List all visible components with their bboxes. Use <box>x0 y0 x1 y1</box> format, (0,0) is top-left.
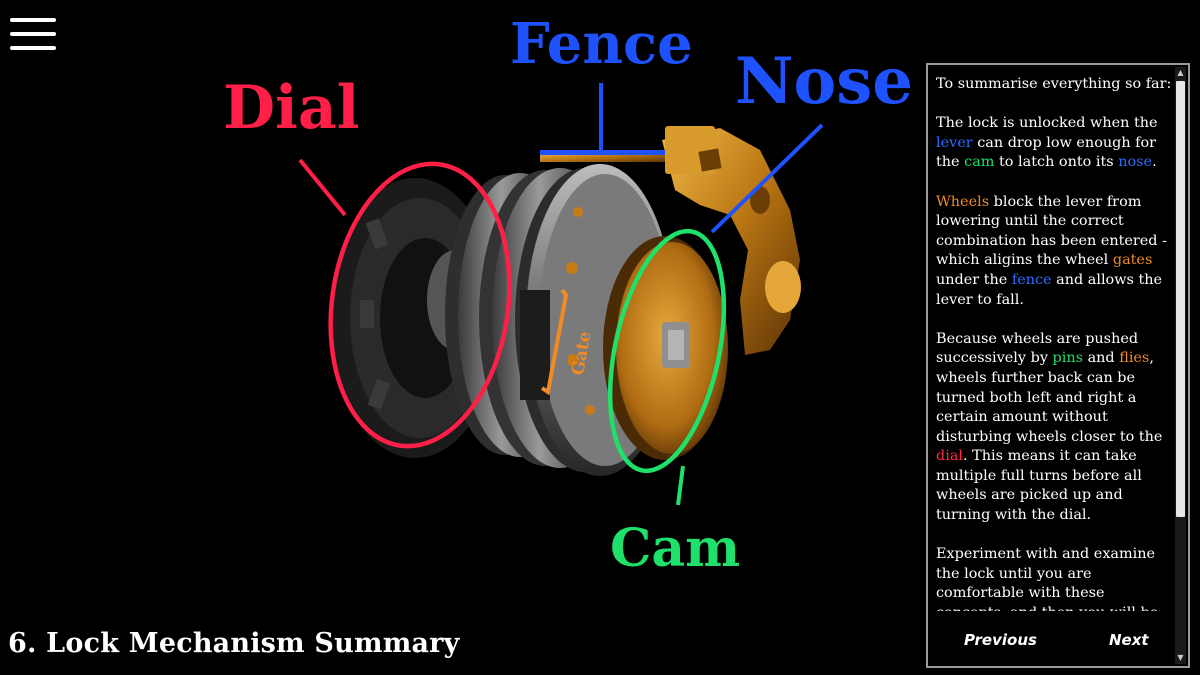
lever-assembly <box>662 126 801 355</box>
scroll-thumb[interactable] <box>1176 81 1185 517</box>
text-segment: to latch onto its <box>994 154 1119 171</box>
previous-button[interactable]: Previous <box>964 631 1037 649</box>
text-segment: . <box>1152 154 1157 171</box>
keyword-highlight: lever <box>936 134 973 151</box>
panel-scrollbar[interactable]: ▲ ▼ <box>1175 67 1186 664</box>
text-segment: To summarise everything so far: <box>936 76 1172 92</box>
dial-callout-ring <box>328 161 512 449</box>
gate-marker <box>540 288 569 396</box>
keyword-highlight: cam <box>964 154 995 171</box>
keyword-highlight: dial <box>936 448 963 465</box>
dial-callout-line <box>298 158 347 217</box>
page-title: 6. Lock Mechanism Summary <box>8 628 460 659</box>
fence-bar <box>540 152 670 162</box>
menu-hamburger-icon[interactable] <box>10 18 56 52</box>
summary-panel: To summarise everything so far: The lock … <box>926 63 1190 668</box>
cam-disc <box>603 236 728 460</box>
nose-callout-line <box>710 123 824 234</box>
text-segment: . This means it can take multiple full t… <box>936 448 1142 524</box>
keyword-highlight: pins <box>1052 350 1083 367</box>
triangle-down-icon[interactable]: ▼ <box>1177 653 1184 662</box>
keyword-highlight: nose <box>1118 154 1153 171</box>
cam-callout-ring <box>607 228 727 474</box>
summary-paragraph: The lock is unlocked when the lever can … <box>936 114 1178 173</box>
keyword-highlight: gates <box>1112 252 1153 269</box>
keyword-highlight: flies <box>1119 350 1150 367</box>
cam-callout-line <box>676 465 685 506</box>
next-button[interactable]: Next <box>1109 631 1149 649</box>
text-segment: Experiment with and examine the lock unt… <box>936 546 1158 611</box>
summary-text[interactable]: To summarise everything so far: The lock … <box>936 75 1178 611</box>
summary-paragraph: Experiment with and examine the lock unt… <box>936 545 1178 611</box>
text-segment: block the lever from lowering until the … <box>936 193 1167 269</box>
triangle-up-icon[interactable]: ▲ <box>1177 68 1184 77</box>
keyword-highlight: Wheels <box>936 193 990 210</box>
text-segment: under the <box>936 271 1012 288</box>
keyword-highlight: fence <box>1011 271 1052 288</box>
cam-label: Cam <box>610 518 740 579</box>
fence-underline <box>540 150 665 155</box>
summary-paragraph: Because wheels are pushed successively b… <box>936 330 1178 526</box>
text-segment: The lock is unlocked when the <box>936 115 1158 132</box>
summary-paragraph: Wheels block the lever from lowering unt… <box>936 193 1178 311</box>
text-segment: and <box>1083 350 1120 367</box>
summary-paragraph: To summarise everything so far: <box>936 75 1178 95</box>
fence-label: Fence <box>510 11 693 77</box>
text-segment: and allows the lever to fall. <box>936 271 1163 308</box>
text-segment: Because wheels are pushed successively b… <box>936 330 1139 367</box>
text-segment: can drop low enough for the <box>936 134 1157 171</box>
dial-label: Dial <box>223 73 360 143</box>
nose-label: Nose <box>735 44 913 119</box>
text-segment: , wheels further back can be turned both… <box>936 350 1163 445</box>
